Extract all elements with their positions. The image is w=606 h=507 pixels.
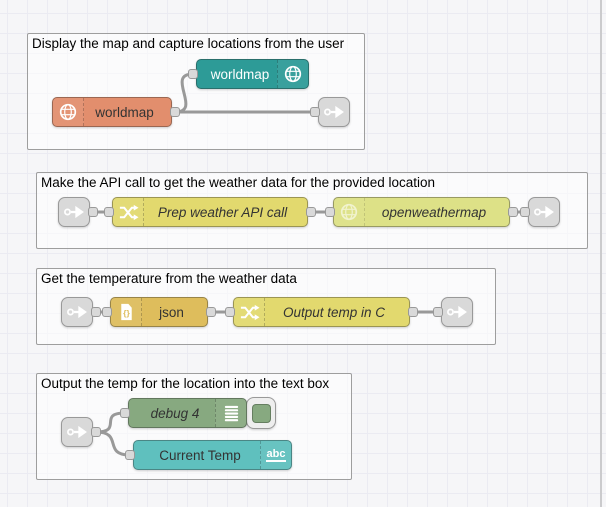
- abc-icon-label: abc: [265, 448, 287, 462]
- link-in-weather-node[interactable]: [58, 197, 90, 227]
- node-label: Current Temp: [159, 447, 241, 463]
- output-port[interactable]: [306, 207, 316, 217]
- worldmap-source-node[interactable]: worldmap: [52, 97, 172, 127]
- input-port[interactable]: [325, 207, 335, 217]
- group-label: Output the temp for the location into th…: [41, 376, 330, 391]
- node-label: Prep weather API call: [157, 204, 288, 220]
- link-arrow-icon: [529, 198, 559, 226]
- svg-text:{}: {}: [123, 308, 130, 318]
- link-in-temp-node[interactable]: [61, 297, 93, 327]
- link-out-map-node[interactable]: [318, 97, 350, 127]
- link-arrow-icon: [62, 298, 92, 326]
- canvas-edge-line: [600, 0, 602, 507]
- node-label: json: [159, 304, 184, 320]
- node-label: openweathermap: [381, 204, 487, 220]
- link-out-temp-node[interactable]: [441, 297, 473, 327]
- group-label: Display the map and capture locations fr…: [32, 36, 345, 51]
- link-in-output-node[interactable]: [61, 417, 93, 447]
- shuffle-icon: [234, 298, 265, 326]
- input-port[interactable]: [104, 207, 114, 217]
- output-port[interactable]: [88, 207, 98, 217]
- input-port[interactable]: [225, 307, 235, 317]
- json-file-icon: {}: [111, 298, 142, 326]
- globe-icon: [334, 198, 365, 226]
- current-temp-node[interactable]: abc Current Temp: [133, 440, 292, 470]
- output-temp-in-c-node[interactable]: Output temp in C: [233, 297, 410, 327]
- worldmap-display-node[interactable]: worldmap: [196, 59, 309, 89]
- group-label: Get the temperature from the weather dat…: [41, 271, 297, 286]
- wire[interactable]: [94, 430, 132, 457]
- output-port[interactable]: [206, 307, 216, 317]
- input-port[interactable]: [120, 408, 130, 418]
- node-label: worldmap: [210, 66, 270, 82]
- link-arrow-icon: [59, 198, 89, 226]
- globe-icon: [277, 60, 308, 88]
- debug-list-icon: [215, 399, 246, 427]
- input-port[interactable]: [102, 307, 112, 317]
- output-port[interactable]: [91, 427, 101, 437]
- input-port[interactable]: [125, 450, 135, 460]
- json-node[interactable]: {} json: [110, 297, 208, 327]
- openweathermap-node[interactable]: openweathermap: [333, 197, 510, 227]
- input-port[interactable]: [310, 107, 320, 117]
- output-port[interactable]: [91, 307, 101, 317]
- node-group[interactable]: Display the map and capture locations fr…: [27, 33, 365, 150]
- output-port[interactable]: [170, 107, 180, 117]
- input-port[interactable]: [520, 207, 530, 217]
- group-label: Make the API call to get the weather dat…: [41, 175, 435, 190]
- link-arrow-icon: [442, 298, 472, 326]
- node-label: debug 4: [150, 405, 200, 421]
- prep-weather-api-call-node[interactable]: Prep weather API call: [112, 197, 308, 227]
- link-arrow-icon: [319, 98, 349, 126]
- shuffle-icon: [113, 198, 144, 226]
- abc-icon: abc: [260, 441, 291, 469]
- output-port[interactable]: [408, 307, 418, 317]
- node-label: Output temp in C: [282, 304, 386, 320]
- input-port[interactable]: [188, 69, 198, 79]
- debug-toggle-state: [251, 403, 271, 423]
- output-port[interactable]: [508, 207, 518, 217]
- link-out-weather-node[interactable]: [528, 197, 560, 227]
- node-label: worldmap: [95, 104, 154, 120]
- debug-toggle-button[interactable]: [246, 397, 276, 429]
- debug-4-node[interactable]: debug 4: [128, 398, 247, 428]
- link-arrow-icon: [62, 418, 92, 446]
- globe-icon: [53, 98, 84, 126]
- input-port[interactable]: [433, 307, 443, 317]
